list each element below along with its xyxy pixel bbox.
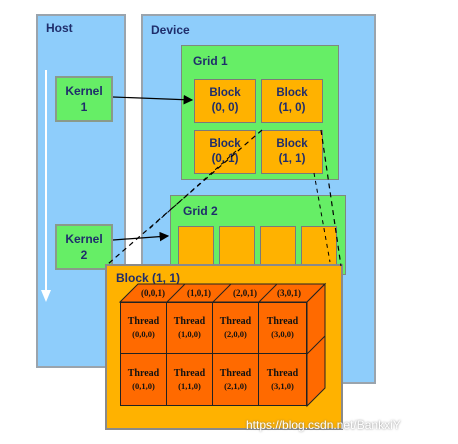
thread-id: (3,0,0): [271, 329, 294, 339]
depth-label: (0,0,1): [141, 288, 165, 298]
thread-cell: Thread (3,0,0): [258, 302, 307, 354]
thread-id: (2,0,0): [224, 329, 247, 339]
host-timeline-arrow: [41, 70, 51, 302]
grid-1-block-1-0: Block (1, 0): [261, 79, 323, 123]
thread-name: Thread: [219, 316, 252, 327]
thread-cell: Thread (2,0,0): [212, 302, 259, 354]
thread-cell: Thread (0,1,0): [120, 353, 167, 406]
kernel-2-arrow: [112, 231, 170, 242]
grid-2-block: [301, 226, 337, 266]
thread-id: (0,1,0): [132, 380, 155, 391]
kernel-1: Kernel 1: [55, 76, 113, 122]
thread-id: (1,1,0): [178, 380, 201, 391]
grid-2-block: [178, 226, 214, 266]
thread-name: Thread: [219, 367, 252, 379]
zoom-block-title: Block (1, 1): [116, 271, 181, 285]
thread-id: (3,1,0): [271, 380, 294, 391]
thread-id: (1,0,0): [178, 329, 201, 339]
kernel-1-arrow: [112, 94, 194, 105]
watermark: https://blog.csdn.net/BankxiY: [246, 418, 401, 432]
host-panel: Host: [36, 14, 126, 368]
depth-label: (2,0,1): [233, 288, 257, 298]
grid-1-block-0-1: Block (0, 1): [194, 130, 256, 174]
thread-cell: Thread (2,1,0): [212, 353, 259, 406]
thread-name: Thread: [127, 316, 160, 327]
grid-2-title: Grid 2: [183, 204, 218, 218]
thread-name: Thread: [173, 316, 206, 327]
depth-label: (3,0,1): [277, 288, 301, 298]
grid-1-block-1-1: Block (1, 1): [261, 130, 323, 174]
host-title: Host: [46, 21, 73, 35]
thread-id: (2,1,0): [224, 380, 247, 391]
grid-1-title: Grid 1: [193, 54, 228, 68]
thread-name: Thread: [127, 367, 160, 379]
thread-name: Thread: [266, 316, 299, 327]
kernel-2: Kernel 2: [55, 224, 113, 270]
thread-name: Thread: [266, 367, 299, 379]
grid-1-block-0-0: Block (0, 0): [194, 79, 256, 123]
device-title: Device: [151, 23, 190, 37]
thread-cell: Thread (0,0,0): [120, 302, 167, 354]
grid-2-block: [260, 226, 296, 266]
thread-name: Thread: [173, 367, 206, 379]
thread-cell: Thread (1,0,0): [166, 302, 213, 354]
thread-cell: Thread (1,1,0): [166, 353, 213, 406]
thread-cell: Thread (3,1,0): [258, 353, 307, 406]
depth-label: (1,0,1): [187, 288, 211, 298]
grid-2-block: [219, 226, 255, 266]
thread-id: (0,0,0): [132, 329, 155, 339]
